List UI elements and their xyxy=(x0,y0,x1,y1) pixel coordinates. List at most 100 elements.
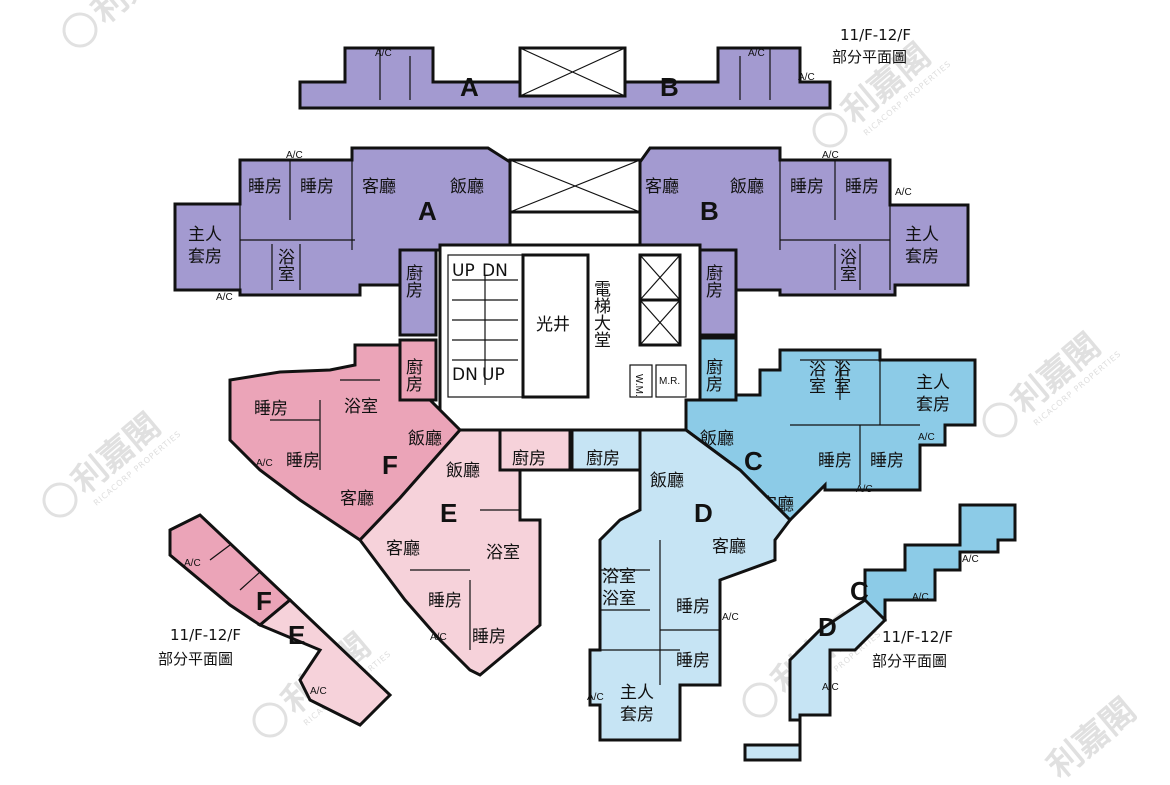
flat-b: 客廳 飯廳 睡房 睡房 主人 套房 浴室 B A/C A/C 廚房 xyxy=(638,146,970,337)
room-label-master-line2: 套房 xyxy=(916,395,950,415)
watermark-logo: 利嘉閣 xyxy=(62,0,189,48)
flat-label-b: B xyxy=(700,196,719,226)
room-label-bedroom: 睡房 xyxy=(845,177,879,197)
partial-plan-floor: 11/F-12/F xyxy=(840,26,911,44)
room-label-bedroom: 睡房 xyxy=(472,627,506,647)
room-label-living: 客廳 xyxy=(386,539,420,559)
ac-label: A/C xyxy=(912,592,929,603)
room-label-bedroom: 睡房 xyxy=(870,451,904,471)
room-label-dining: 飯廳 xyxy=(446,461,480,481)
stair-dn-label: DN xyxy=(482,261,508,281)
room-label-bath: 浴室 xyxy=(274,248,295,282)
partial-plan-caption: 部分平面圖 xyxy=(872,652,947,670)
ac-label: A/C xyxy=(918,432,935,443)
room-label-kitchen: 廚房 xyxy=(702,357,723,393)
partial-plan-top: A/C A/C A/C A B 11/F-12/F 部分平面圖 xyxy=(298,26,911,110)
room-label-kitchen: 廚房 xyxy=(402,357,423,393)
room-label-master-line2: 套房 xyxy=(905,247,939,267)
ac-label: A/C xyxy=(895,187,912,198)
room-label-dining: 飯廳 xyxy=(650,471,684,491)
room-label-bedroom: 睡房 xyxy=(428,591,462,611)
partial-flat-label-a: A xyxy=(460,72,479,102)
room-label-dining: 飯廳 xyxy=(730,177,764,197)
room-label-bath: 浴室 xyxy=(836,248,857,282)
room-label-bath: 浴室 xyxy=(805,360,826,394)
flat-c: 飯廳 客廳 睡房 睡房 主人 套房 浴室 浴室 C A/C A/C 廚房 xyxy=(684,336,977,523)
room-label-master-line2: 套房 xyxy=(620,705,654,725)
room-label-living: 客廳 xyxy=(712,537,746,557)
room-label-kitchen: 廚房 xyxy=(402,263,423,299)
ac-label: A/C xyxy=(856,484,873,495)
room-label-bedroom: 睡房 xyxy=(676,597,710,617)
ac-label: A/C xyxy=(216,292,233,303)
partial-plan-caption: 部分平面圖 xyxy=(158,650,233,668)
flat-label-f: F xyxy=(382,450,398,480)
room-label-master-line1: 主人 xyxy=(188,225,222,245)
room-label-living: 客廳 xyxy=(645,177,679,197)
ac-label: A/C xyxy=(798,72,815,83)
watermark-text: 利嘉閣 xyxy=(85,0,189,32)
room-label-bedroom: 睡房 xyxy=(676,651,710,671)
room-label-master-line1: 主人 xyxy=(916,373,950,393)
flat-label-e: E xyxy=(440,498,457,528)
ac-label: A/C xyxy=(748,48,765,59)
watermark-logo: 利嘉閣 RICACORP PROPERTIES xyxy=(42,406,183,518)
room-label-living: 客廳 xyxy=(340,489,374,509)
ac-label: A/C xyxy=(822,682,839,693)
light-well-label: 光井 xyxy=(536,315,570,335)
room-label-master-line1: 主人 xyxy=(620,683,654,703)
mr-label: M.R. xyxy=(659,376,680,387)
room-label-dining: 飯廳 xyxy=(700,429,734,449)
room-label-bath: 浴室 xyxy=(602,567,636,587)
partial-flat-label-b: B xyxy=(660,72,679,102)
room-label-bedroom: 睡房 xyxy=(254,399,288,419)
room-label-living: 客廳 xyxy=(362,177,396,197)
room-label-kitchen: 廚房 xyxy=(586,448,620,469)
room-label-bath: 浴室 xyxy=(830,360,851,394)
flat-label-d: D xyxy=(694,498,713,528)
room-label-bedroom: 睡房 xyxy=(248,177,282,197)
ac-label: A/C xyxy=(256,458,273,469)
room-label-kitchen: 廚房 xyxy=(512,448,546,469)
flat-label-c: C xyxy=(744,446,763,476)
flat-label-a: A xyxy=(418,196,437,226)
room-label-bath: 浴室 xyxy=(344,397,378,417)
room-label-bedroom: 睡房 xyxy=(790,177,824,197)
building-core: UP DN DN UP 光井 電梯大堂 W.M. M.R. xyxy=(438,158,702,462)
ac-label: A/C xyxy=(430,632,447,643)
room-label-dining: 飯廳 xyxy=(450,177,484,197)
partial-plan-floor: 11/F-12/F xyxy=(170,626,241,644)
flat-e: 飯廳 客廳 睡房 睡房 浴室 E A/C 廚房 xyxy=(358,428,572,677)
ac-label: A/C xyxy=(722,612,739,623)
room-label-bedroom: 睡房 xyxy=(818,451,852,471)
room-label-master-line1: 主人 xyxy=(905,225,939,245)
ac-label: A/C xyxy=(587,692,604,703)
room-label-dining: 飯廳 xyxy=(408,429,442,449)
ac-label: A/C xyxy=(310,686,327,697)
stair-up-label: UP xyxy=(452,261,475,281)
stair-dn-label: DN xyxy=(452,365,478,385)
flat-d: 飯廳 客廳 睡房 睡房 主人 套房 浴室 浴室 D A/C A/C 廚房 xyxy=(568,428,792,742)
watermark-text: 利嘉閣 xyxy=(1040,691,1144,785)
ac-label: A/C xyxy=(286,150,303,161)
room-label-bath: 浴室 xyxy=(486,543,520,563)
partial-flat-label-d: D xyxy=(818,612,837,642)
partial-plan-left: A/C A/C F E 11/F-12/F 部分平面圖 xyxy=(158,513,393,727)
partial-flat-label-f: F xyxy=(256,586,272,616)
lift-lobby-label: 電梯大堂 xyxy=(590,280,611,348)
flat-a: 睡房 睡房 客廳 飯廳 主人 套房 浴室 A A/C A/C 廚房 xyxy=(173,146,512,337)
ac-label: A/C xyxy=(375,48,392,59)
room-label-bath: 浴室 xyxy=(602,589,636,609)
room-label-master-line2: 套房 xyxy=(188,247,222,267)
stair-up-label: UP xyxy=(482,365,505,385)
room-label-bedroom: 睡房 xyxy=(300,177,334,197)
partial-plan-right: A/C A/C A/C C D 11/F-12/F 部分平面圖 xyxy=(743,503,1017,762)
room-label-kitchen: 廚房 xyxy=(702,263,723,299)
room-label-bedroom: 睡房 xyxy=(286,451,320,471)
watermark-logo: 利嘉閣 xyxy=(1040,691,1144,785)
ac-label: A/C xyxy=(184,558,201,569)
ac-label: A/C xyxy=(822,150,839,161)
partial-plan-floor: 11/F-12/F xyxy=(882,628,953,646)
partial-flat-label-e: E xyxy=(288,620,305,650)
watermark-logo: 利嘉閣 RICACORP PROPERTIES xyxy=(982,326,1123,438)
